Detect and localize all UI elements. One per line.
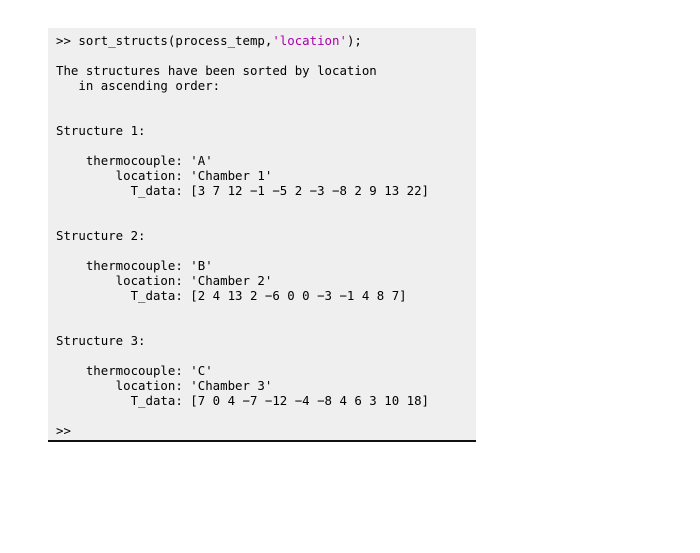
blank-line xyxy=(56,348,468,363)
blank-line xyxy=(56,408,468,423)
blank-line xyxy=(56,198,468,213)
command-prompt-and-call: >> sort_structs(process_temp, xyxy=(56,33,273,48)
structure-2-title: Structure 2: xyxy=(56,228,146,243)
structure-1-title: Structure 1: xyxy=(56,123,146,138)
command-prompt[interactable]: >> xyxy=(56,423,71,438)
structure-1-location-field: location: 'Chamber 1' xyxy=(56,168,273,183)
blank-line xyxy=(56,48,468,63)
blank-line xyxy=(56,108,468,123)
sorted-message-line-2: in ascending order: xyxy=(56,78,221,93)
structure-2-tdata-field: T_data: [2 4 13 2 −6 0 0 −3 −1 4 8 7] xyxy=(56,288,407,303)
matlab-command-window: >> sort_structs(process_temp,'location')… xyxy=(48,28,476,442)
structure-2-location-field: location: 'Chamber 2' xyxy=(56,273,273,288)
sorted-message-line-1: The structures have been sorted by locat… xyxy=(56,63,377,78)
structure-3-location-field: location: 'Chamber 3' xyxy=(56,378,273,393)
command-line: >> sort_structs(process_temp,'location')… xyxy=(56,33,468,48)
structure-1-thermocouple-field: thermocouple: 'A' xyxy=(56,153,213,168)
structure-1-tdata-field: T_data: [3 7 12 −1 −5 2 −3 −8 2 9 13 22] xyxy=(56,183,429,198)
blank-line xyxy=(56,318,468,333)
command-string-argument: 'location' xyxy=(272,33,347,48)
structure-3-title: Structure 3: xyxy=(56,333,146,348)
structure-3-thermocouple-field: thermocouple: 'C' xyxy=(56,363,213,378)
blank-line xyxy=(56,243,468,258)
command-call-end: ); xyxy=(346,33,362,48)
blank-line xyxy=(56,138,468,153)
blank-line xyxy=(56,213,468,228)
blank-line xyxy=(56,93,468,108)
structure-3-tdata-field: T_data: [7 0 4 −7 −12 −4 −8 4 6 3 10 18] xyxy=(56,393,429,408)
blank-line xyxy=(56,303,468,318)
structure-2-thermocouple-field: thermocouple: 'B' xyxy=(56,258,213,273)
